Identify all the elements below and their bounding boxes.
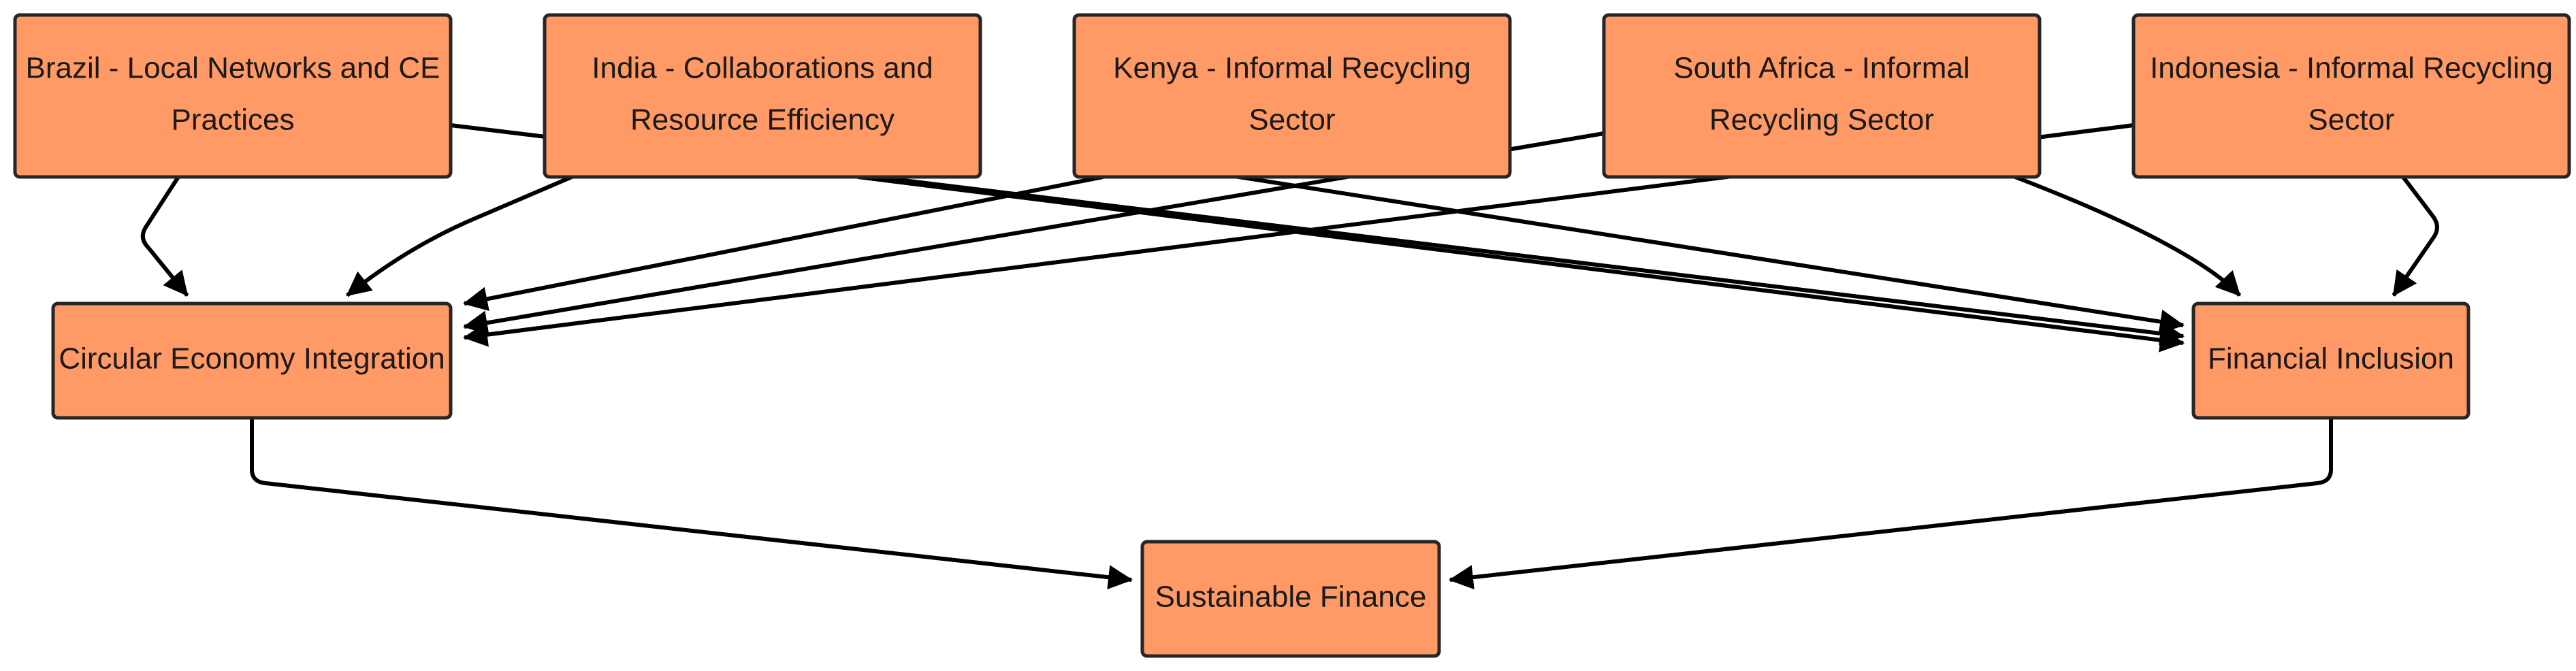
edge-fi-to-sf [1449,418,2333,590]
node-label: Kenya - Informal Recycling [1113,52,1471,85]
edge-kenya-to-fi [1074,149,2185,334]
node-label: Circular Economy Integration [59,342,445,376]
node-label: India - Collaborations and [592,52,933,85]
node-box [1602,13,2042,179]
node-box [2131,13,2571,179]
edge-brazil-to-ce [140,176,189,297]
node-label: Recycling Sector [1709,103,1934,137]
node-brazil: Brazil - Local Networks and CE Practices [13,13,453,179]
node-label: Sustainable Finance [1155,580,1427,614]
node-label: Sector [2308,103,2394,137]
node-box [1140,540,1441,658]
node-fi: Financial Inclusion [2191,301,2470,420]
node-label: Brazil - Local Networks and CE [26,52,440,85]
node-box [51,301,453,420]
edge-india-to-ce [346,175,573,297]
edge-india-to-fi [857,175,2185,353]
node-sf: Sustainable Finance [1140,540,1441,658]
node-box [543,13,982,179]
edge-ce-to-sf [250,418,1133,590]
node-label: Financial Inclusion [2208,342,2454,376]
edge-kenya-to-ce [463,175,1104,312]
node-box [1072,13,1512,179]
node-label: Indonesia - Informal Recycling [2150,52,2553,85]
node-label: Resource Efficiency [630,103,895,137]
node-label: Practices [172,103,295,137]
node-ce: Circular Economy Integration [51,301,453,420]
edge-south-africa-to-fi [2014,175,2242,297]
node-box [2191,301,2470,420]
edge-indonesia-to-fi [2392,176,2439,297]
node-label: South Africa - Informal [1673,52,1969,85]
node-box [13,13,453,179]
node-label: Sector [1249,103,1335,137]
